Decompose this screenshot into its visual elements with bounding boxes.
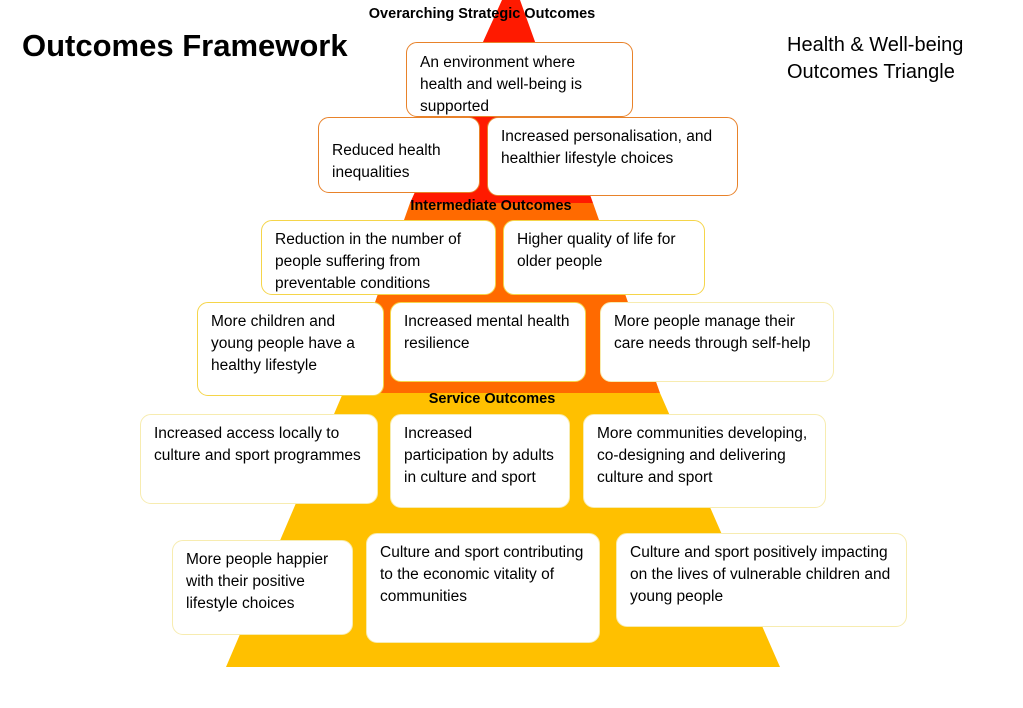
outcome-box-vulnerable-children: Culture and sport positively impacting o…: [616, 533, 907, 627]
page-title: Outcomes Framework: [22, 28, 348, 63]
triangle-subtitle: Health & Well-being Outcomes Triangle: [787, 32, 1007, 86]
outcome-box-personalisation: Increased personalisation, and healthier…: [487, 117, 738, 196]
service-band-label: Service Outcomes: [428, 391, 556, 407]
outcome-box-access-culture-sport: Increased access locally to culture and …: [140, 414, 378, 504]
outcome-box-preventable-conditions: Reduction in the number of people suffer…: [261, 220, 496, 295]
outcome-box-economic-vitality: Culture and sport contributing to the ec…: [366, 533, 600, 643]
outcome-box-health-inequalities: Reduced health inequalities: [318, 117, 480, 193]
outcome-box-communities-co-designing: More communities developing, co-designin…: [583, 414, 826, 508]
overarching-band-label: Overarching Strategic Outcomes: [368, 6, 596, 22]
outcome-box-environment: An environment where health and well-bei…: [406, 42, 633, 117]
outcome-box-happier-lifestyle: More people happier with their positive …: [172, 540, 353, 635]
outcome-box-adult-participation: Increased participation by adults in cul…: [390, 414, 570, 508]
intermediate-band-label: Intermediate Outcomes: [410, 198, 572, 214]
outcome-box-mental-health: Increased mental health resilience: [390, 302, 586, 382]
subtitle-line-2: Outcomes Triangle: [787, 61, 955, 83]
outcome-box-older-people: Higher quality of life for older people: [503, 220, 705, 295]
subtitle-line-1: Health & Well-being: [787, 34, 964, 56]
outcome-box-children-healthy-lifestyle: More children and young people have a he…: [197, 302, 384, 396]
outcome-box-self-help: More people manage their care needs thro…: [600, 302, 834, 382]
